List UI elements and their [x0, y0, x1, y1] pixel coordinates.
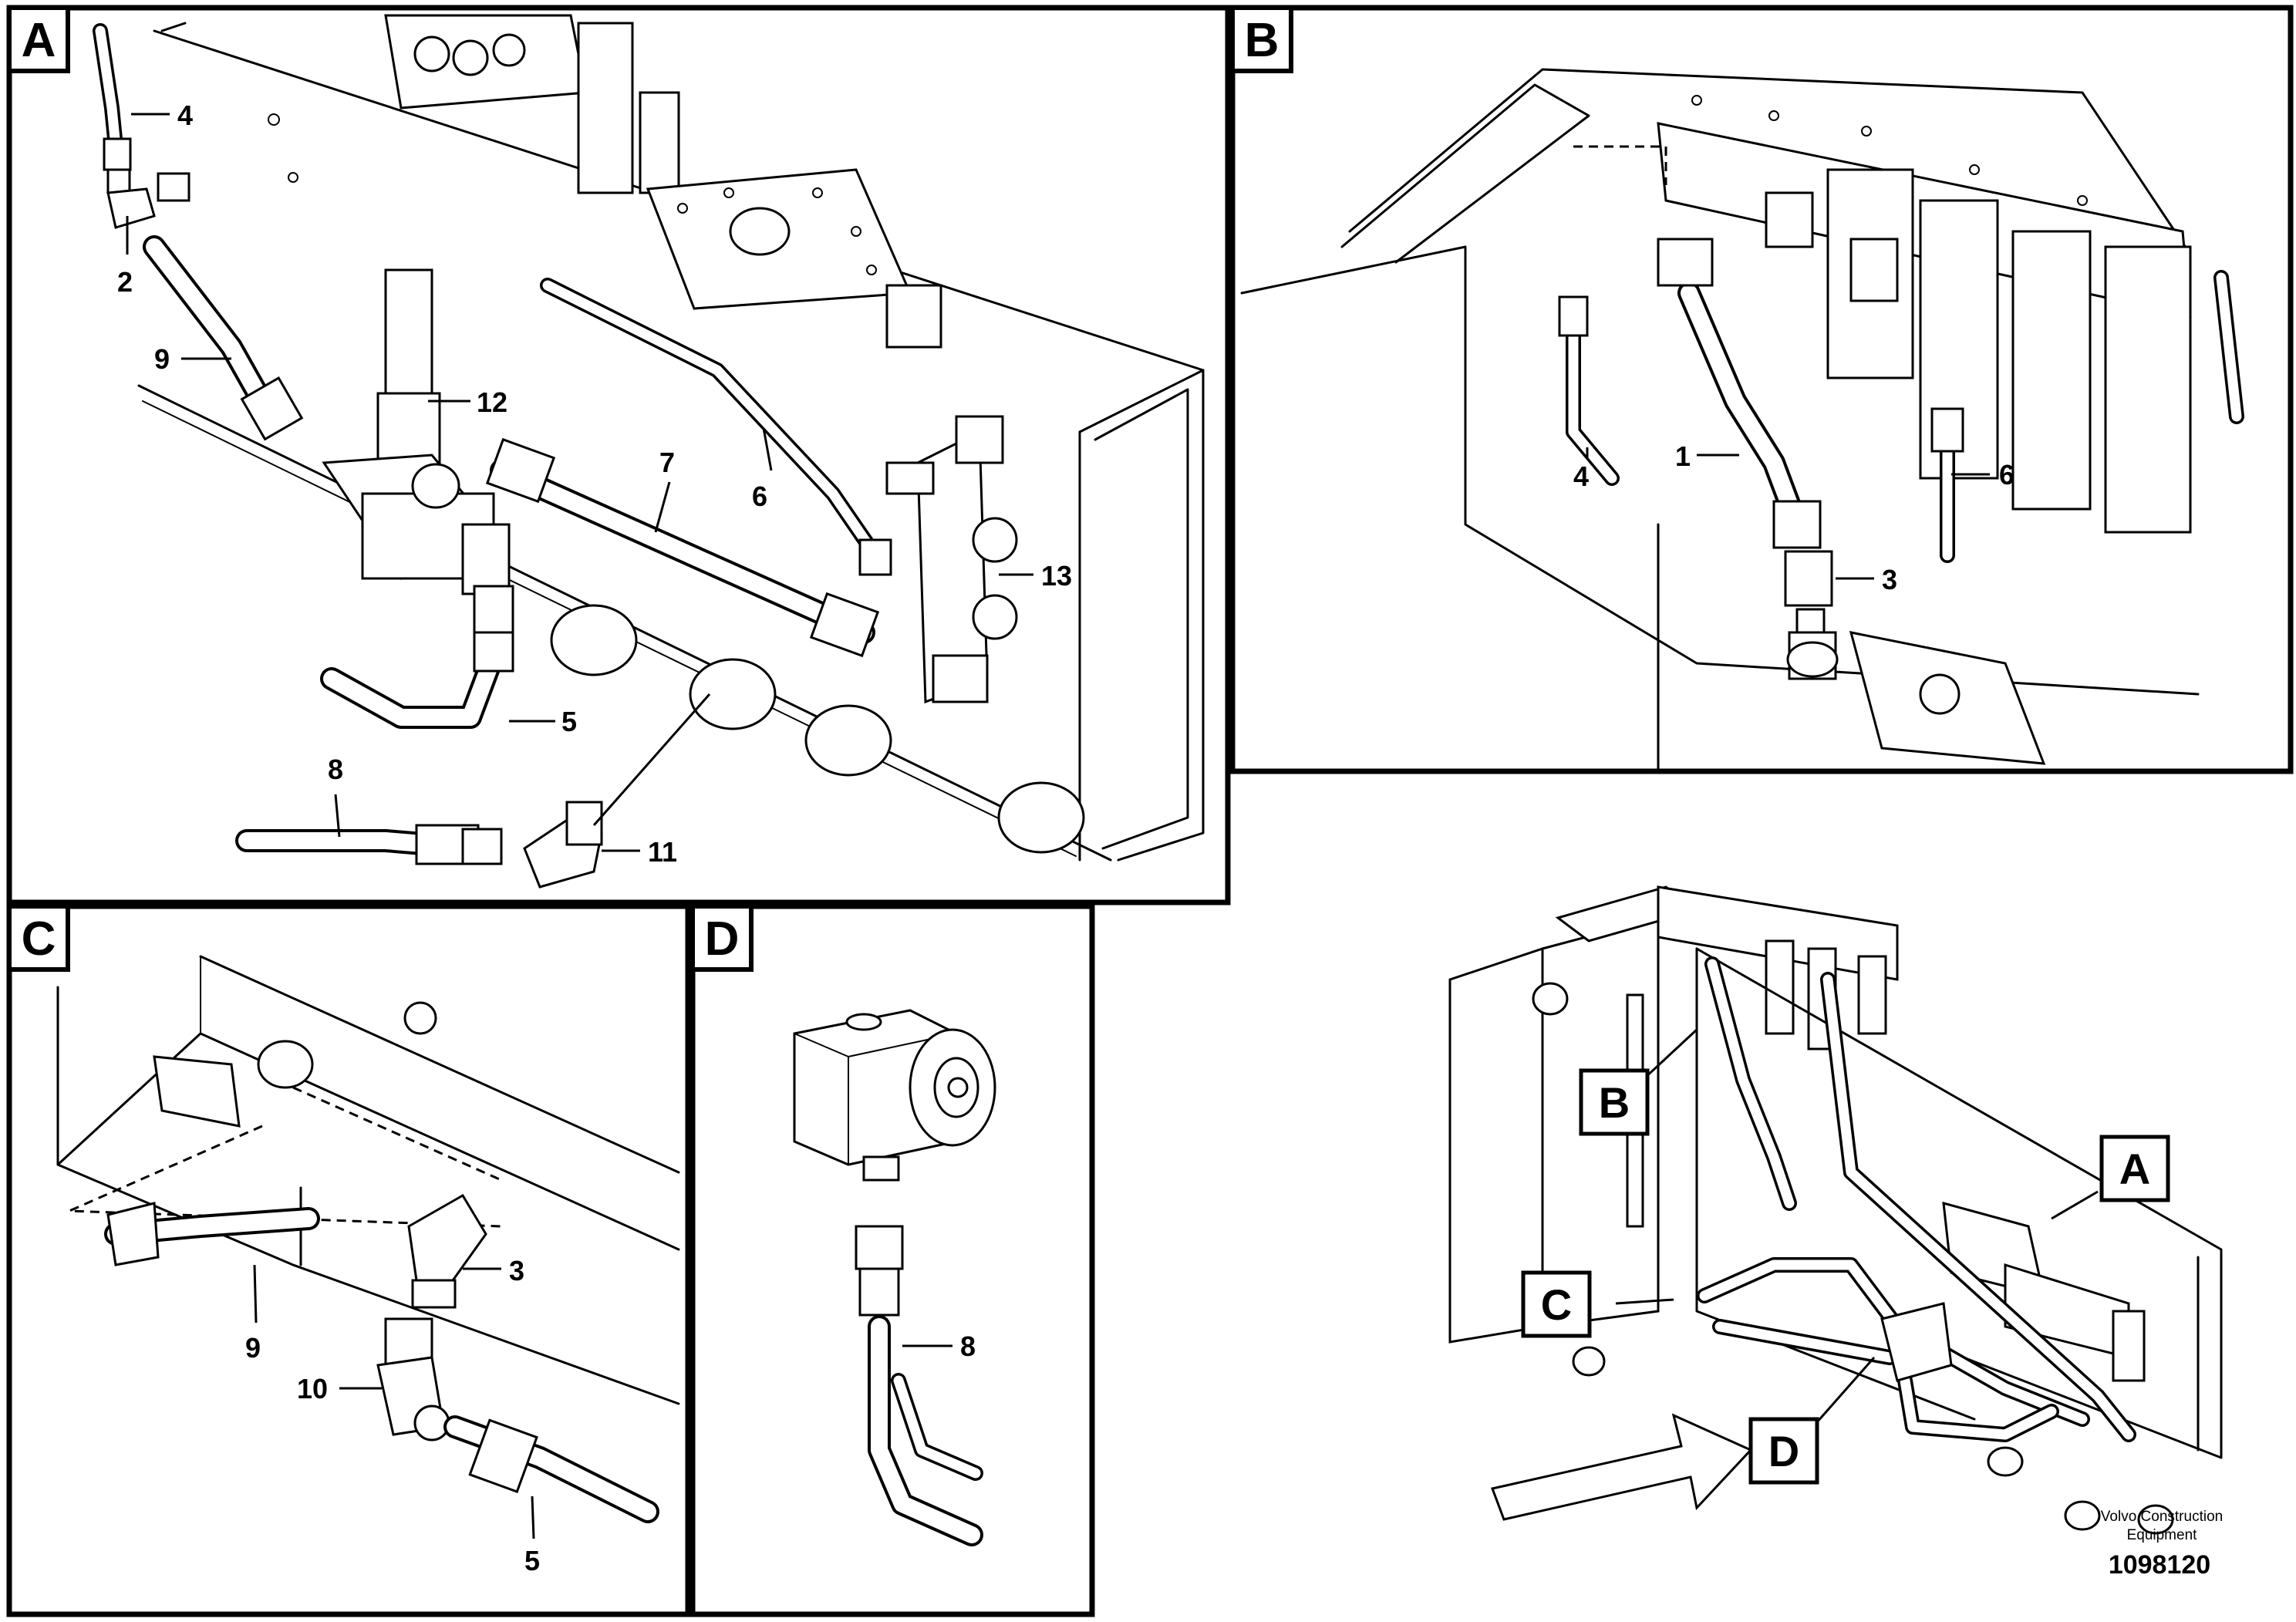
overview-leader-b [1641, 1028, 1698, 1081]
callout-a-11: 11 [648, 836, 677, 868]
callout-a-2: 2 [117, 266, 133, 298]
panel-a-drawing [93, 14, 1205, 889]
overview-tag-d: D [1768, 1427, 1799, 1475]
callout-c-3: 3 [509, 1255, 524, 1286]
leader-a-8 [334, 794, 341, 838]
leader-c-5 [531, 1496, 535, 1539]
leader-a-6 [762, 427, 773, 471]
panel-b-tag: B [1245, 14, 1279, 67]
brand-line-1: Volvo Construction [2101, 1509, 2223, 1525]
callout-a-9: 9 [154, 343, 170, 375]
overview-tag-a-box [2099, 1135, 2170, 1202]
brand-line-2: Equipment [2127, 1527, 2198, 1543]
panel-a: 4 2 9 12 7 6 13 5 8 11 A [6, 5, 1231, 905]
panel-d-tag: D [705, 912, 740, 966]
panel-d-drawing [793, 1009, 996, 1546]
callout-c-10: 10 [297, 1373, 328, 1404]
callout-a-13: 13 [1041, 560, 1072, 592]
overview-tag-c: C [1541, 1280, 1572, 1329]
overview-leader-a [2051, 1190, 2099, 1220]
leader-c-9 [253, 1264, 258, 1324]
callout-a-4: 4 [177, 99, 193, 131]
panel-c-drawing [56, 955, 680, 1523]
callout-b-3: 3 [1882, 564, 1897, 595]
callout-d-8: 8 [960, 1330, 976, 1362]
panel-c-frame [6, 903, 691, 1617]
panel-c-tag: C [22, 912, 56, 966]
overview-leader-c [1615, 1298, 1674, 1305]
callout-c-9: 9 [245, 1332, 261, 1364]
leader-a-7 [654, 481, 671, 533]
callout-a-12: 12 [477, 386, 507, 418]
panel-c: 9 3 10 5 C [6, 903, 691, 1617]
callout-b-6: 6 [1999, 459, 2014, 491]
callout-a-7: 7 [659, 447, 675, 478]
panel-a-tag-box [7, 5, 70, 73]
callout-a-6: 6 [752, 481, 767, 512]
panel-c-tag-box [7, 904, 70, 972]
document-number: 1098120 [2109, 1550, 2210, 1580]
overview-leader-d [1815, 1357, 1876, 1424]
callout-b-1: 1 [1675, 440, 1691, 472]
panel-b-tag-box [1230, 5, 1293, 73]
overview-drawing: A B C D [1448, 885, 2223, 1535]
overview-tag-b-box [1579, 1068, 1650, 1136]
callout-b-4: 4 [1573, 460, 1589, 492]
panel-b-drawing [1240, 68, 2244, 769]
overview-tag-d-box [1748, 1417, 1819, 1485]
overview-tag-c-box [1521, 1270, 1592, 1338]
callout-c-5: 5 [524, 1545, 540, 1576]
callout-a-8: 8 [328, 754, 343, 785]
overview-tag-a: A [2119, 1145, 2150, 1193]
callout-a-5: 5 [561, 706, 577, 737]
panel-d-tag-box [690, 904, 754, 972]
panel-b: 4 1 6 3 B [1229, 5, 2294, 774]
panel-d: 8 D [689, 903, 1095, 1617]
overview-tag-b: B [1599, 1078, 1630, 1127]
footer: Volvo Construction Equipment 1098120 [2101, 1509, 2223, 1580]
panel-a-tag: A [22, 14, 56, 67]
